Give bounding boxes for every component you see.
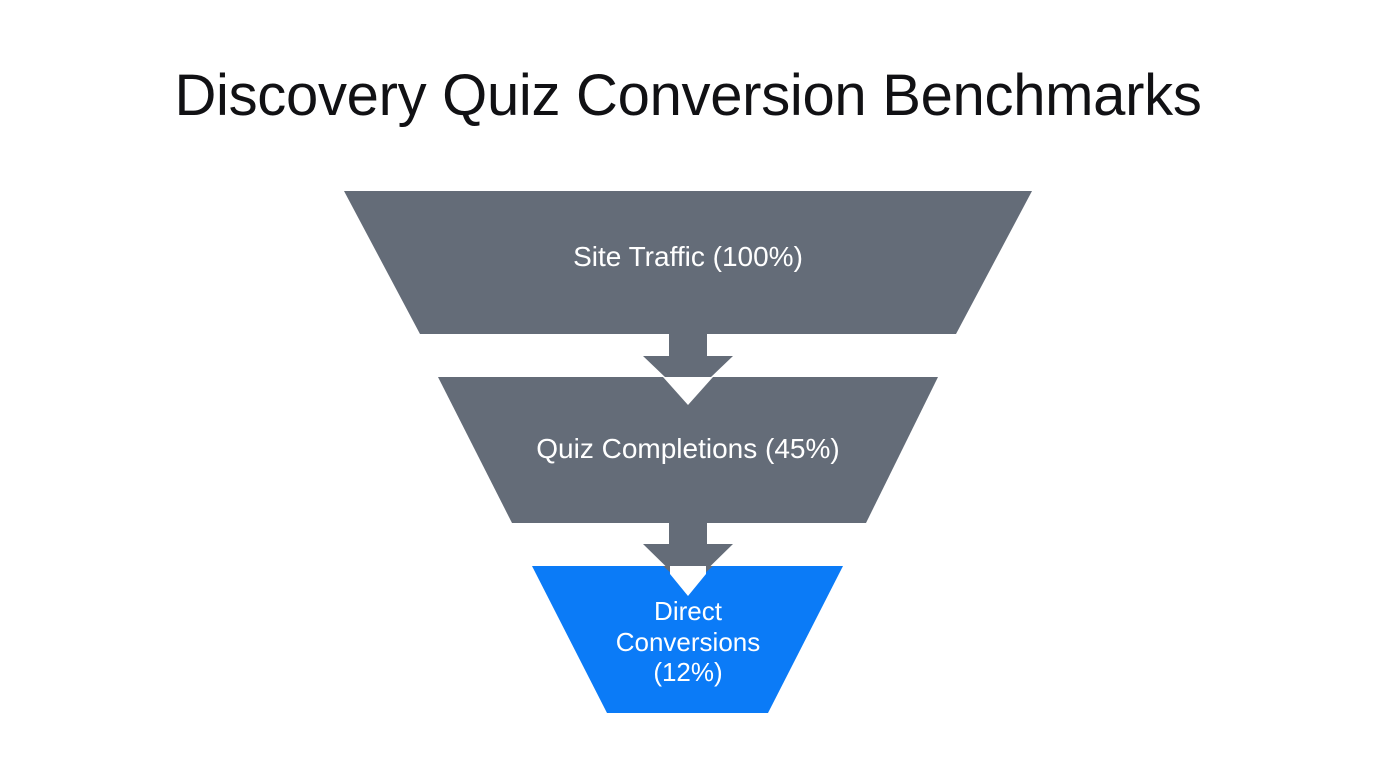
funnel-segment-shape-2 bbox=[438, 377, 938, 523]
funnel-connector-arrow-2 bbox=[0, 514, 1376, 588]
funnel-segment-shape-3 bbox=[532, 566, 843, 713]
funnel-stage-quiz-completions[interactable]: Quiz Completions (45%) bbox=[0, 377, 1376, 523]
funnel-stage-site-traffic[interactable]: Site Traffic (100%) bbox=[0, 191, 1376, 334]
funnel-stage-direct-conversions[interactable]: Direct Conversions (12%) bbox=[0, 566, 1376, 713]
page-title: Discovery Quiz Conversion Benchmarks bbox=[174, 63, 1202, 128]
funnel-segment-shape-1 bbox=[344, 191, 1032, 334]
arrow-down-icon bbox=[643, 514, 733, 588]
